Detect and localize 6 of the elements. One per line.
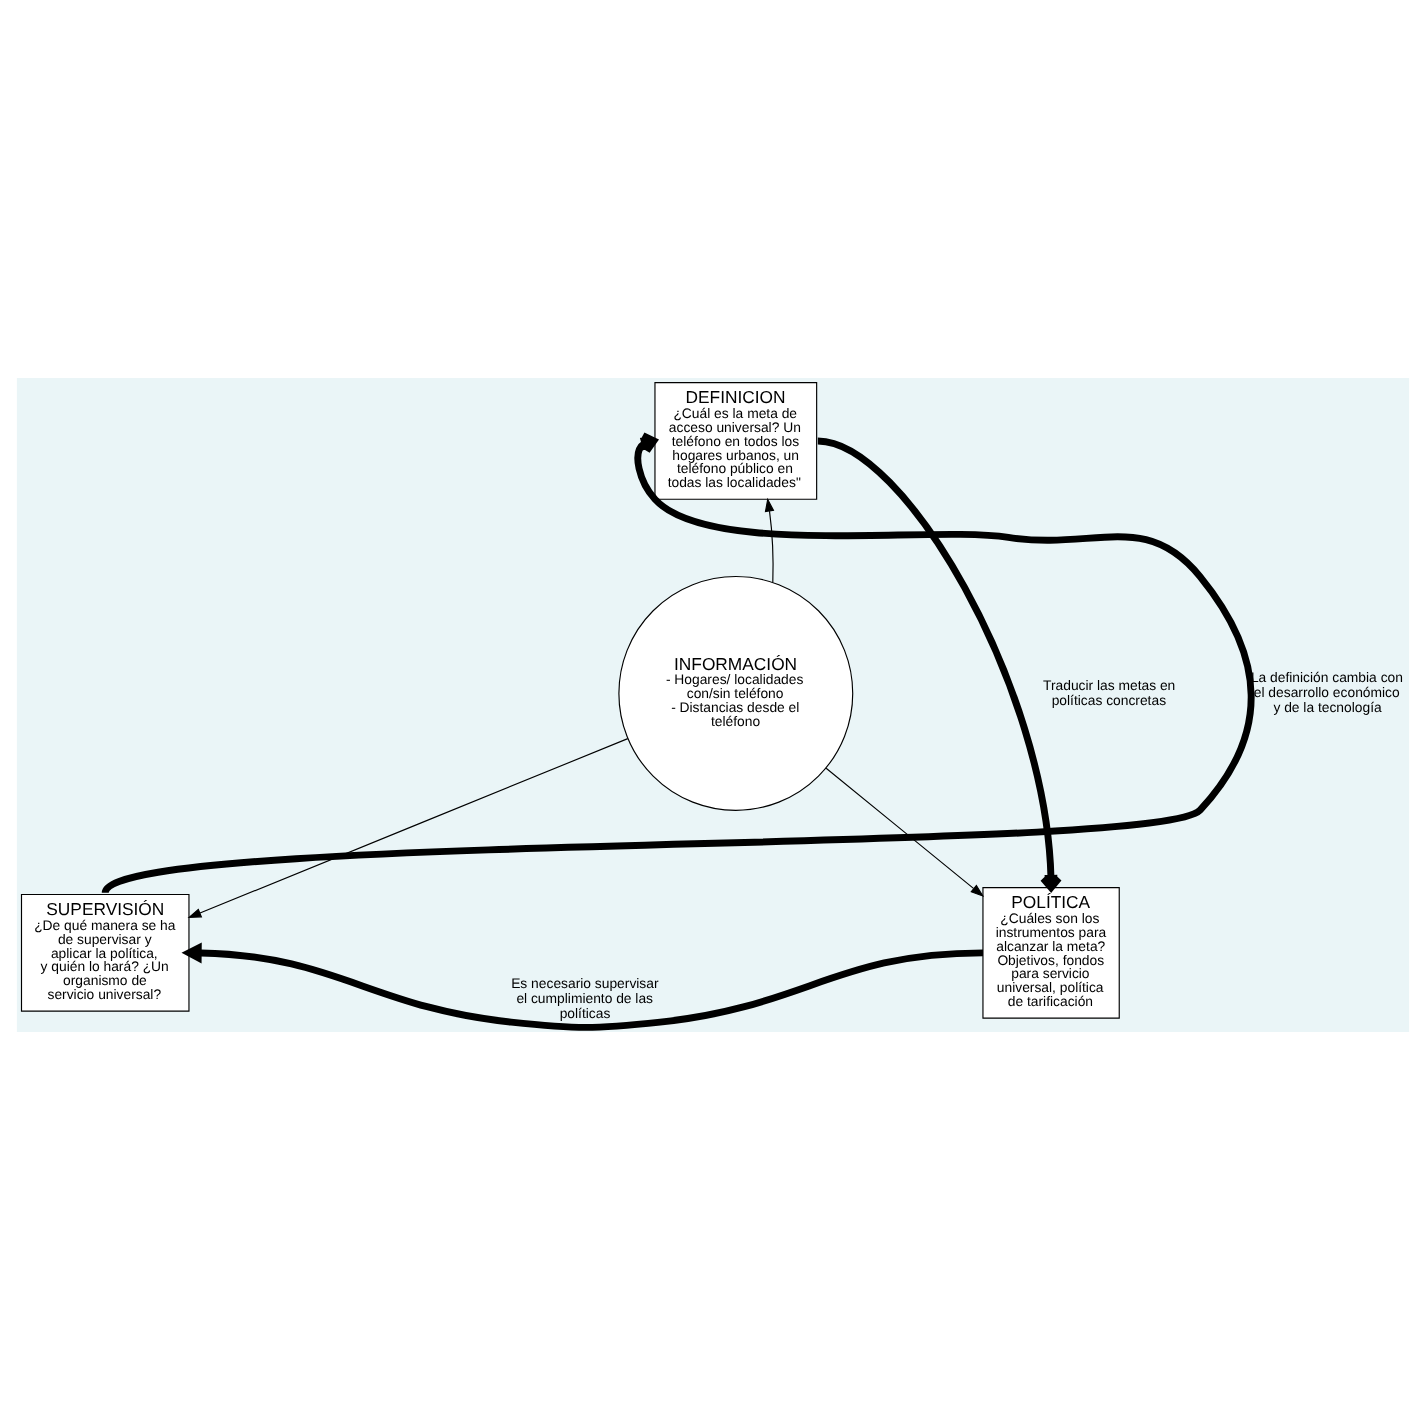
arrow: [103, 431, 1255, 895]
arrow: [181, 941, 984, 1030]
arrow: [187, 737, 629, 918]
arrow: [817, 436, 1063, 891]
arrow: [764, 496, 775, 583]
arrow: [825, 766, 985, 897]
